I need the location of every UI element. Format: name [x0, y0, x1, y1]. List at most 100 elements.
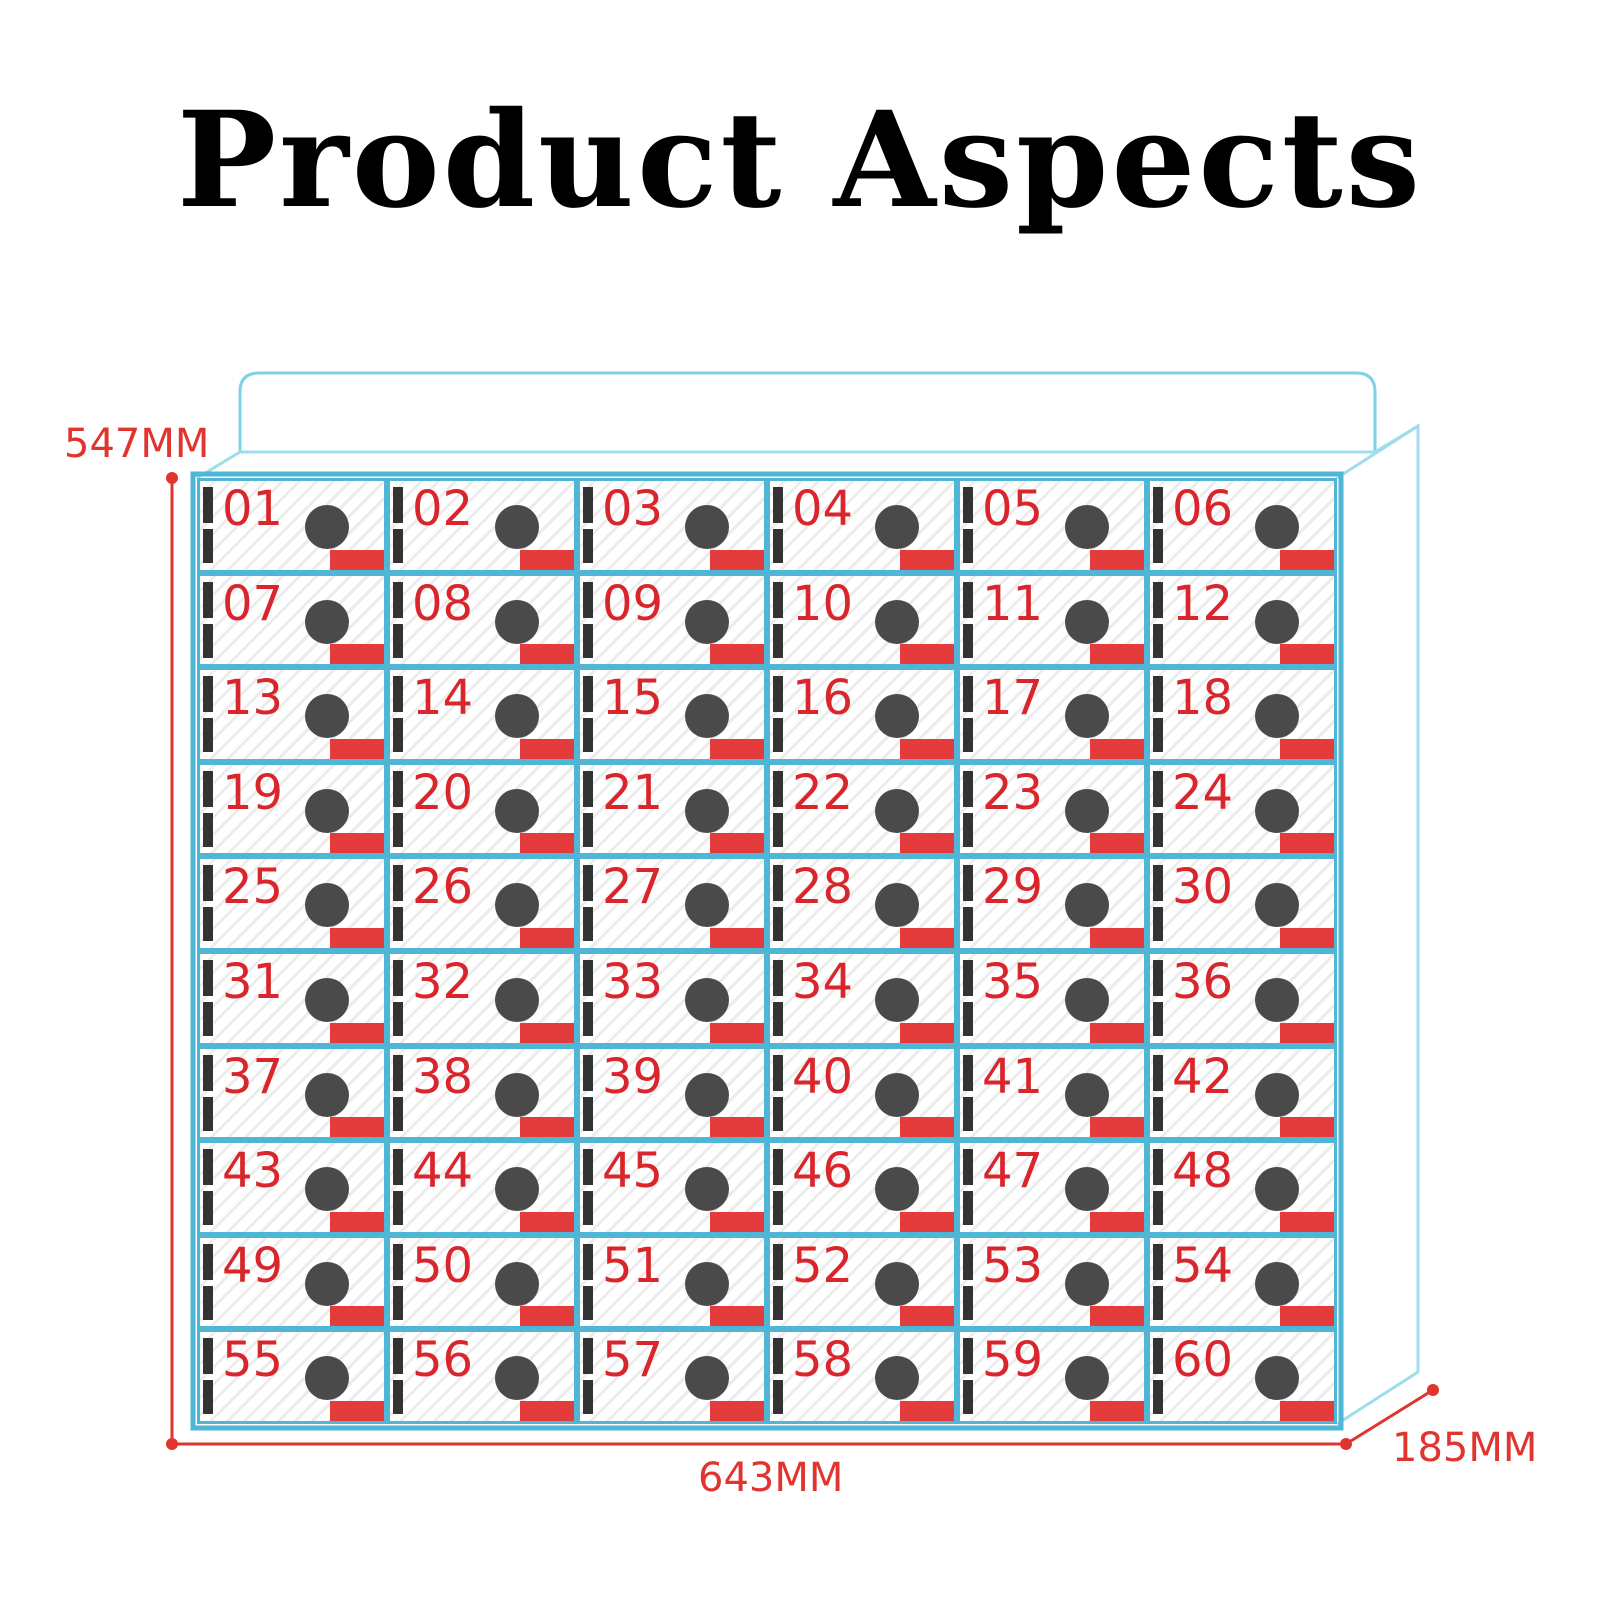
hinge-mark: [963, 1002, 973, 1036]
hinge-mark: [393, 1191, 403, 1226]
locker-slot: 04: [767, 478, 957, 573]
lock-knob-icon: [685, 1072, 729, 1117]
slot-number: 11: [982, 575, 1044, 632]
slot-number: 55: [222, 1332, 284, 1389]
hinge-mark: [773, 529, 783, 563]
hinge-mark: [203, 581, 213, 618]
charging-tab: [1090, 1400, 1144, 1421]
slot-number: 10: [792, 575, 854, 632]
hinge-mark: [203, 770, 213, 807]
charging-tab: [330, 1022, 384, 1043]
lock-knob-icon: [685, 788, 729, 833]
hinge-mark: [583, 865, 593, 902]
hinge-mark: [963, 812, 973, 847]
lock-knob-icon: [875, 1261, 919, 1306]
charging-tab: [520, 1400, 574, 1421]
slot-number: 01: [222, 481, 284, 537]
charging-tab: [710, 927, 764, 948]
slot-number: 37: [222, 1048, 284, 1105]
hinge-mark: [203, 1096, 213, 1131]
lock-knob-icon: [495, 505, 539, 549]
lock-knob-icon: [1255, 1167, 1299, 1212]
depth-dimension-line: [1345, 1388, 1434, 1446]
locker-slot: 19: [197, 761, 387, 857]
locker-slot: 15: [577, 667, 767, 762]
lock-knob-icon: [1065, 694, 1109, 739]
lock-knob-icon: [685, 505, 729, 549]
hinge-mark: [1153, 770, 1163, 807]
hinge-mark: [773, 1149, 783, 1186]
hinge-mark: [773, 718, 783, 753]
locker-slot: 38: [387, 1045, 577, 1141]
hinge-mark: [773, 770, 783, 807]
cabinet-top-panel: [238, 371, 1377, 452]
hinge-mark: [1153, 865, 1163, 902]
hinge-mark: [773, 581, 783, 618]
locker-slot: 16: [767, 667, 957, 762]
hinge-mark: [583, 1285, 593, 1320]
charging-tab: [1090, 833, 1144, 854]
charging-tab: [900, 644, 954, 665]
slot-number: 27: [602, 859, 664, 916]
lock-knob-icon: [685, 599, 729, 644]
locker-slot: 42: [1147, 1045, 1337, 1141]
lock-knob-icon: [1255, 1356, 1299, 1401]
locker-slot: 02: [387, 478, 577, 573]
locker-slot: 31: [197, 951, 387, 1046]
charging-tab: [710, 1400, 764, 1421]
locker-slot: 52: [767, 1234, 957, 1330]
lock-knob-icon: [685, 694, 729, 739]
charging-tab: [1280, 1211, 1334, 1232]
slot-number: 05: [982, 481, 1044, 537]
locker-slot: 57: [577, 1329, 767, 1424]
lock-knob-icon: [305, 1167, 349, 1212]
page-title: Product Aspects: [176, 83, 1424, 238]
hinge-mark: [963, 1243, 973, 1280]
lock-knob-icon: [305, 788, 349, 833]
lock-knob-icon: [495, 599, 539, 644]
slot-number: 47: [982, 1143, 1044, 1200]
hinge-mark: [773, 812, 783, 847]
locker-slot: 33: [577, 951, 767, 1046]
hinge-mark: [1153, 529, 1163, 563]
hinge-mark: [963, 529, 973, 563]
slot-number: 09: [602, 575, 664, 632]
locker-slot: 28: [767, 856, 957, 951]
lock-knob-icon: [875, 1167, 919, 1212]
hinge-mark: [393, 676, 403, 713]
locker-slot: 40: [767, 1045, 957, 1141]
slot-number: 34: [792, 954, 854, 1010]
locker-slot: 39: [577, 1045, 767, 1141]
charging-tab: [900, 833, 954, 854]
locker-slot: 22: [767, 761, 957, 857]
locker-slot: 50: [387, 1234, 577, 1330]
lock-knob-icon: [305, 1356, 349, 1401]
hinge-mark: [773, 676, 783, 713]
slot-number: 35: [982, 954, 1044, 1010]
locker-slot: 48: [1147, 1140, 1337, 1235]
hinge-mark: [583, 1149, 593, 1186]
hinge-mark: [203, 1285, 213, 1320]
hinge-mark: [773, 1243, 783, 1280]
hinge-mark: [773, 1285, 783, 1320]
charging-tab: [710, 833, 764, 854]
depth-dimension-label: 185MM: [1392, 1425, 1538, 1471]
lock-knob-icon: [1065, 883, 1109, 928]
locker-slot: 20: [387, 761, 577, 857]
slot-number: 33: [602, 954, 664, 1010]
hinge-mark: [203, 718, 213, 753]
charging-tab: [1280, 927, 1334, 948]
charging-tab: [520, 833, 574, 854]
locker-slot: 51: [577, 1234, 767, 1330]
hinge-mark: [203, 1149, 213, 1186]
lock-knob-icon: [685, 883, 729, 928]
charging-tab: [1090, 549, 1144, 570]
slot-number: 30: [1172, 859, 1234, 916]
hinge-mark: [1153, 1243, 1163, 1280]
hinge-mark: [393, 865, 403, 902]
charging-tab: [900, 1022, 954, 1043]
lock-knob-icon: [495, 883, 539, 928]
charging-tab: [710, 738, 764, 759]
slot-number: 50: [412, 1237, 474, 1294]
